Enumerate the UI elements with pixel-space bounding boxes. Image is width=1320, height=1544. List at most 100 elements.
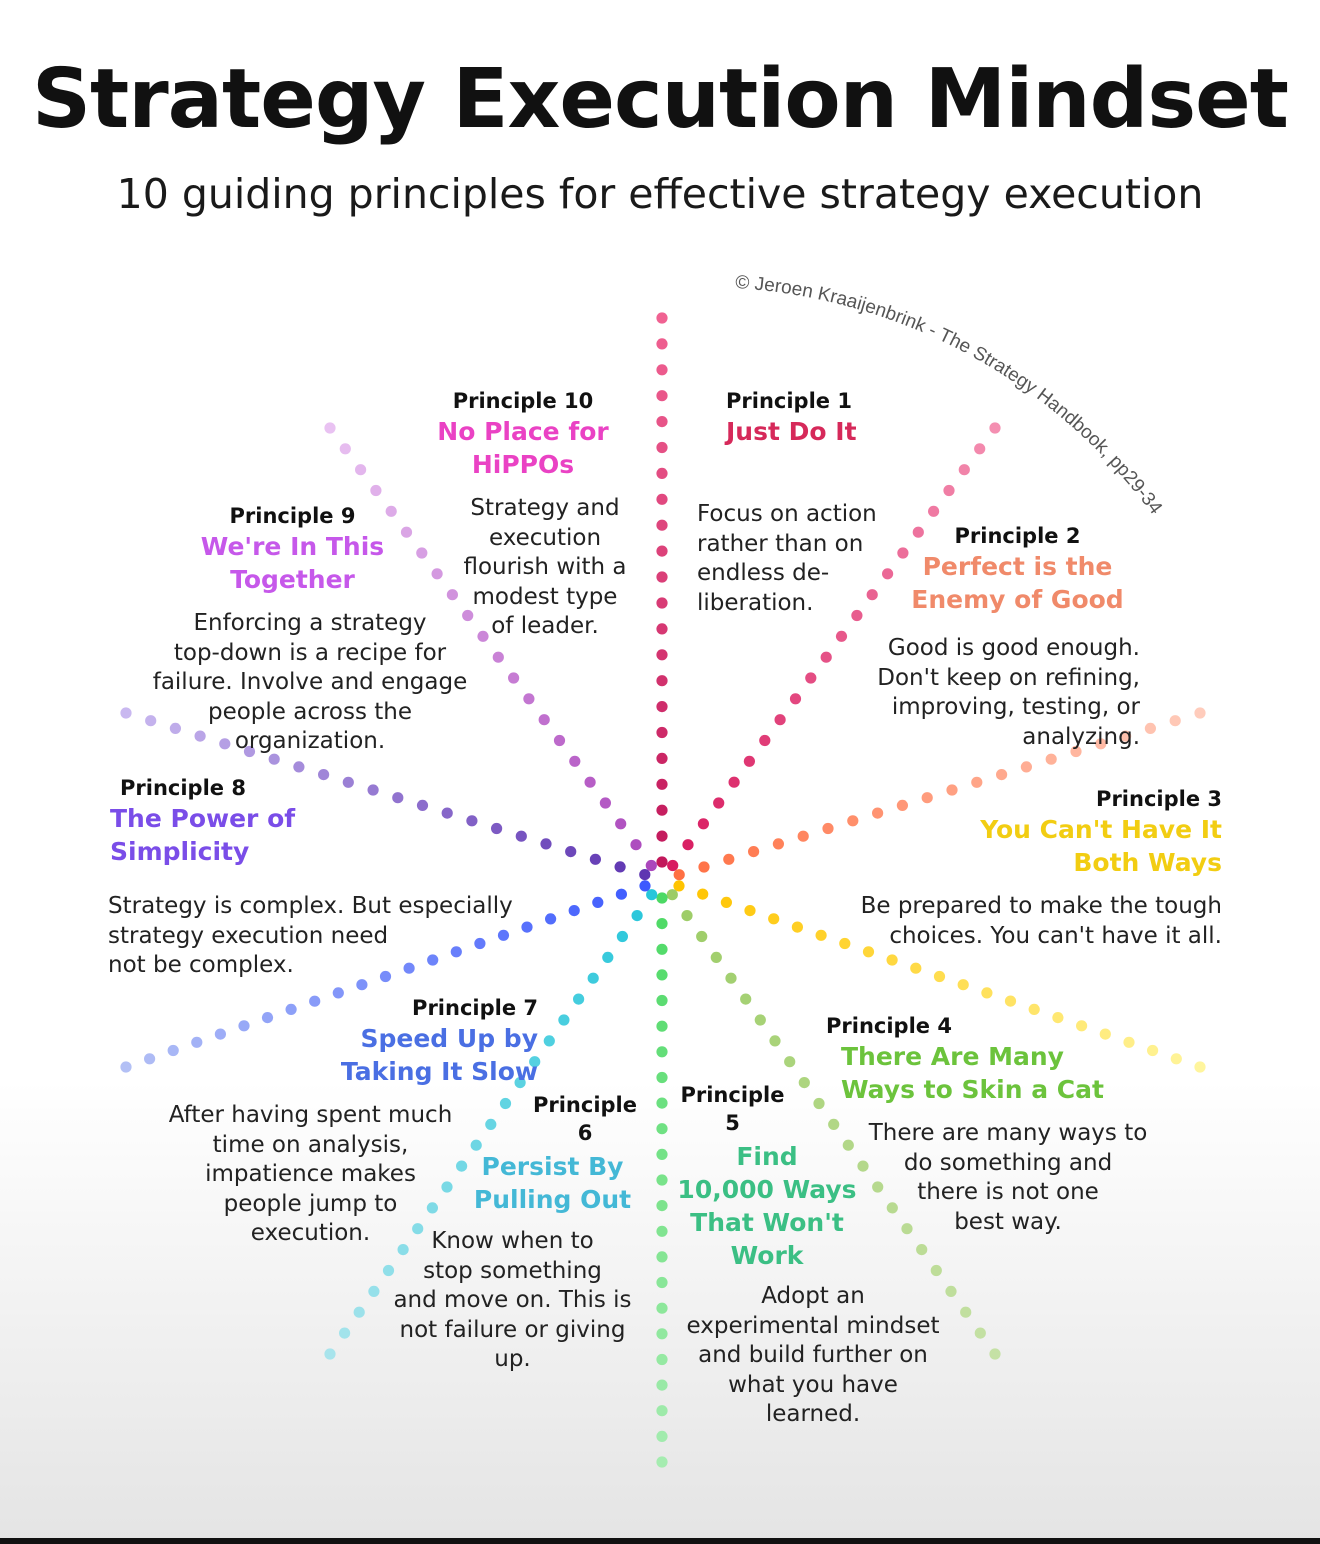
ray-8-dot [450, 946, 462, 958]
principle-10-label: Principle 10 [452, 389, 594, 413]
ray-5-dot [813, 1097, 825, 1110]
ray-3-dot [1120, 730, 1132, 742]
ray-6-dot [656, 994, 668, 1007]
bottom-border [0, 1538, 1320, 1544]
principle-10-name: No Place for HiPPOs [437, 417, 609, 479]
ray-2-dot [820, 651, 832, 663]
ray-7-dot [456, 1160, 468, 1172]
principle-4-label: Principle 4 [826, 1014, 952, 1038]
principle-8-block: Principle 8 The Power of Simplicity [110, 774, 350, 868]
ray-9-dot [367, 784, 379, 796]
ray-1-dot [656, 312, 668, 324]
ray-8-dot [639, 880, 651, 892]
ray-8-dot [167, 1044, 179, 1057]
ray-3-dot [673, 869, 685, 881]
ray-1-dot [656, 519, 668, 531]
ray-8-dot [191, 1036, 203, 1048]
ray-1-dot [656, 467, 668, 479]
ray-10-dot [355, 464, 367, 476]
ray-1-dot [656, 778, 668, 790]
ray-4-dot [744, 905, 756, 917]
ray-8-dot [521, 921, 533, 933]
ray-8-dot [545, 913, 557, 925]
ray-1-dot [656, 364, 668, 376]
ray-3-dot [896, 799, 909, 812]
ray-3-dot [946, 784, 958, 796]
ray-7-dot [470, 1139, 482, 1151]
ray-4-dot [673, 880, 685, 892]
ray-10-dot [630, 839, 642, 851]
ray-4-dot [1194, 1061, 1206, 1073]
ray-2-dot [759, 734, 771, 747]
ray-4-dot [839, 937, 851, 950]
ray-7-dot [543, 1035, 555, 1047]
ray-6-dot [656, 1148, 668, 1160]
ray-9-dot [194, 730, 206, 742]
ray-1-dot [656, 390, 668, 402]
ray-10-dot [615, 818, 627, 830]
ray-10-dot [492, 651, 504, 663]
principle-2-description: Good is good enough. Don't keep on refin… [877, 635, 1140, 750]
principle-10-block: Principle 10 No Place for HiPPOs [418, 387, 628, 481]
ray-9-dot [342, 776, 354, 788]
ray-1-dot [656, 623, 668, 635]
principle-4-description: There are many ways to do something and … [868, 1120, 1148, 1235]
ray-7-dot [426, 1202, 438, 1214]
ray-3-dot [971, 776, 983, 788]
ray-3-dot [996, 769, 1008, 781]
ray-1-dot [656, 597, 668, 609]
ray-8-dot [332, 987, 344, 999]
principle-1-block: Principle 1 Just Do It [726, 387, 956, 448]
page-title: Strategy Execution Mindset [31, 52, 1289, 147]
ray-10-dot [645, 859, 657, 872]
ray-3-dot [1169, 715, 1181, 727]
ray-1-dot [656, 804, 668, 816]
ray-8-dot [403, 962, 415, 974]
principle-9-label: Principle 9 [229, 504, 356, 528]
ray-2-dot [866, 589, 878, 601]
ray-3-dot [1095, 738, 1107, 750]
principle-6-name: Persist By Pulling Out [473, 1152, 632, 1214]
principle-7-block: Principle 7 Speed Up by Taking It Slow [248, 994, 538, 1088]
ray-9-dot [540, 838, 552, 850]
ray-6-dot [656, 1020, 668, 1032]
principle-3-block: Principle 3 You Can't Have It Both Ways [900, 785, 1222, 879]
ray-7-dot [602, 951, 614, 964]
ray-1-dot [656, 856, 668, 868]
ray-7-dot [646, 889, 658, 901]
ray-8-dot [261, 1012, 274, 1024]
ray-2-dot [743, 755, 756, 767]
ray-3-dot [847, 815, 859, 827]
ray-4-dot [697, 888, 709, 900]
ray-10-dot [599, 797, 612, 809]
principle-9-name: We're In This Together [200, 532, 385, 594]
ray-5-dot [784, 1056, 796, 1068]
principle-5-description-block: Adopt an experimental mindset and build … [678, 1282, 948, 1430]
ray-5-dot [857, 1160, 869, 1172]
ray-9-dot [169, 722, 181, 735]
ray-3-dot [698, 861, 710, 873]
ray-2-dot [943, 484, 955, 497]
ray-9-dot [441, 807, 453, 819]
ray-1-dot [656, 493, 668, 505]
ray-10-dot [477, 630, 489, 642]
ray-5-dot [901, 1223, 913, 1235]
ray-9-dot [243, 745, 256, 758]
ray-1-dot [656, 675, 668, 687]
ray-3-dot [723, 853, 735, 865]
ray-7-dot [353, 1306, 365, 1318]
ray-9-dot [120, 707, 132, 719]
ray-7-dot [631, 910, 643, 922]
principle-1-description: Focus on action rather than on endless d… [697, 501, 877, 616]
ray-10-dot [324, 422, 336, 434]
ray-2-dot [912, 526, 924, 538]
ray-8-dot [474, 937, 486, 950]
ray-4-dot [1147, 1044, 1159, 1057]
ray-6-dot [656, 1123, 668, 1135]
principle-7-description-block: After having spent much time on analysis… [158, 1101, 463, 1249]
ray-2-dot [713, 797, 725, 809]
ray-2-dot [728, 776, 740, 788]
ray-10-dot [370, 484, 382, 497]
ray-4-dot [957, 979, 969, 991]
